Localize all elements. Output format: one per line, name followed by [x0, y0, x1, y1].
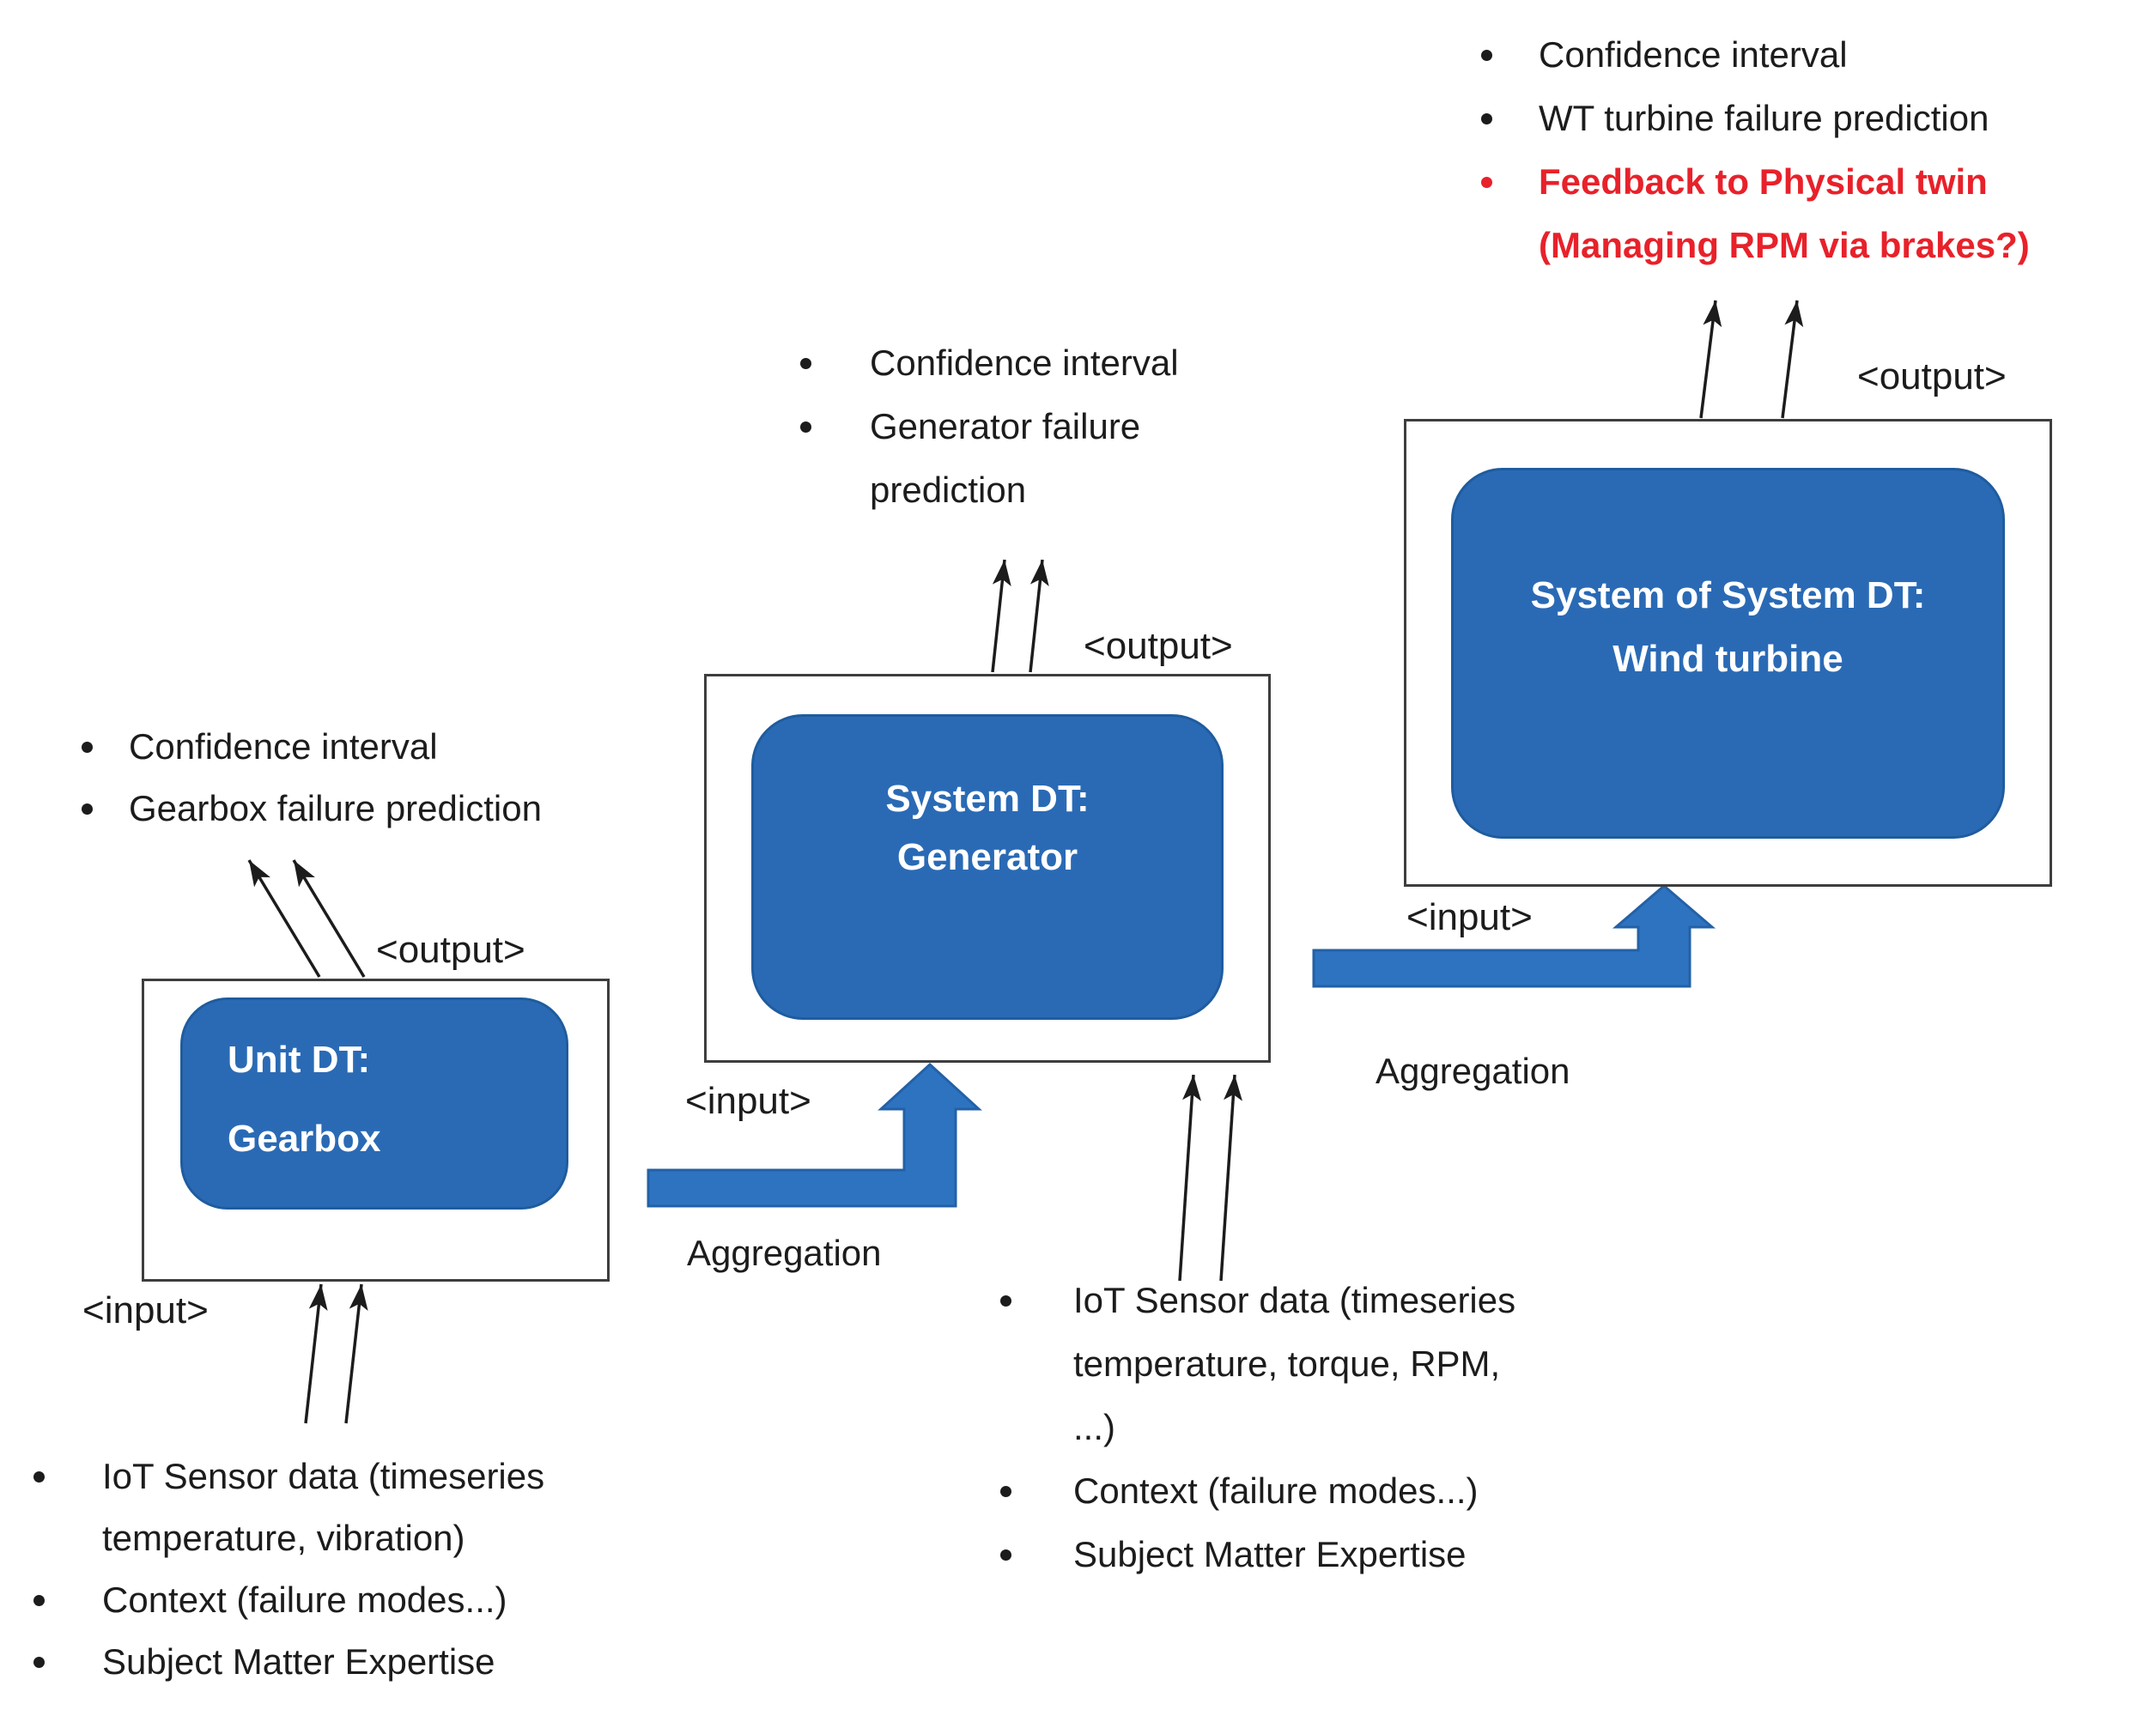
list-item: Subject Matter Expertise [994, 1523, 1561, 1586]
bullet-column [1475, 87, 1539, 124]
generator-output-arrows [991, 559, 1049, 673]
bullet-icon [82, 742, 93, 753]
bullet-icon [1000, 1486, 1011, 1497]
bullet-text-feedback: (Managing RPM via brakes?) [1539, 225, 2030, 265]
generator-output-label: <output> [1084, 625, 1233, 667]
list-item: IoT Sensor data (timeseries temperature,… [994, 1269, 1561, 1459]
gearbox-title-line1: Unit DT: [228, 1039, 371, 1081]
bullet-column [994, 1523, 1073, 1561]
list-item: IoT Sensor data (timeseries temperature,… [27, 1446, 577, 1569]
generator-title-line1: System DT: [885, 778, 1090, 820]
bullet-text: Context (failure modes...) [102, 1580, 507, 1620]
bullet-text: temperature, torque, RPM, [1073, 1343, 1501, 1384]
windturbine-title-line2: Wind turbine [1612, 638, 1843, 680]
list-item: WT turbine failure prediction [1475, 87, 2153, 150]
generator-title-line2: Generator [896, 836, 1078, 878]
list-item: Context (failure modes...) [994, 1459, 1561, 1523]
bullet-text: Confidence interval [1539, 34, 1848, 75]
bullet-icon [1481, 177, 1492, 188]
bullet-icon [1000, 1549, 1011, 1561]
bullet-icon [800, 421, 811, 433]
list-item: Confidence interval [1475, 23, 2153, 87]
list-item: Confidence interval [794, 331, 1275, 395]
bullet-column [27, 1569, 102, 1606]
generator-input-arrows [1178, 1074, 1242, 1282]
bullet-text-feedback: Feedback to Physical twin [1539, 161, 1988, 202]
gearbox-output-list: Confidence interval Gearbox failure pred… [76, 716, 677, 840]
bullet-text: IoT Sensor data (timeseries [1073, 1280, 1516, 1320]
bullet-icon [33, 1595, 45, 1606]
bullet-column [794, 395, 870, 433]
aggregation-label-2: Aggregation [1376, 1051, 1570, 1091]
bullet-column [76, 778, 129, 815]
bullet-text: IoT Sensor data (timeseries [102, 1456, 545, 1496]
bullet-column [76, 716, 129, 753]
bullet-text: Gearbox failure prediction [129, 788, 542, 828]
gearbox-input-arrows [304, 1283, 368, 1424]
list-item: Feedback to Physical twin (Managing RPM … [1475, 150, 2153, 277]
gearbox-dt-box: Unit DT: Gearbox [180, 998, 568, 1210]
bullet-icon [1481, 113, 1492, 124]
bullet-icon [33, 1471, 45, 1483]
bullet-column [994, 1269, 1073, 1307]
gearbox-title-line2: Gearbox [228, 1118, 381, 1160]
gearbox-input-list: IoT Sensor data (timeseries temperature,… [27, 1446, 577, 1693]
bullet-column [1475, 150, 1539, 188]
generator-dt-box: System DT: Generator [751, 714, 1224, 1020]
bullet-icon [1000, 1295, 1011, 1307]
gearbox-input-label: <input> [82, 1289, 209, 1331]
bullet-text: Subject Matter Expertise [102, 1641, 495, 1682]
bullet-icon [33, 1657, 45, 1668]
bullet-text: temperature, vibration) [102, 1518, 465, 1558]
bullet-icon [82, 803, 93, 815]
windturbine-output-label: <output> [1857, 355, 2007, 397]
windturbine-output-arrows [1699, 300, 1804, 419]
list-item: Gearbox failure prediction [76, 778, 677, 840]
bullet-text: Generator failure [870, 406, 1141, 446]
bullet-text: ...) [1073, 1407, 1115, 1447]
windturbine-output-list: Confidence interval WT turbine failure p… [1475, 23, 2153, 277]
aggregation-arrow-gearbox-to-generator [647, 1062, 982, 1208]
windturbine-input-label: <input> [1406, 896, 1533, 938]
windturbine-title-line1: System of System DT: [1530, 574, 1926, 616]
bullet-column [27, 1446, 102, 1483]
bullet-text: Subject Matter Expertise [1073, 1534, 1467, 1574]
bullet-column [994, 1459, 1073, 1497]
gearbox-output-arrows [247, 859, 366, 978]
aggregation-arrow-generator-to-windturbine [1312, 884, 1716, 988]
bullet-text: Context (failure modes...) [1073, 1470, 1479, 1511]
list-item: Generator failure prediction [794, 395, 1275, 522]
aggregation-label-1: Aggregation [687, 1233, 882, 1273]
list-item: Confidence interval [76, 716, 677, 778]
bullet-icon [800, 358, 811, 369]
list-item: Subject Matter Expertise [27, 1631, 577, 1693]
bullet-column [794, 331, 870, 369]
windturbine-dt-box: System of System DT: Wind turbine [1451, 468, 2005, 839]
bullet-text: prediction [870, 470, 1027, 510]
bullet-text: Confidence interval [870, 343, 1179, 383]
generator-input-label: <input> [685, 1080, 811, 1122]
bullet-icon [1481, 50, 1492, 61]
generator-output-list: Confidence interval Generator failure pr… [794, 331, 1275, 522]
gearbox-output-label: <output> [376, 929, 525, 971]
bullet-column [1475, 23, 1539, 61]
bullet-text: WT turbine failure prediction [1539, 98, 1989, 138]
bullet-text: Confidence interval [129, 726, 438, 767]
generator-input-list: IoT Sensor data (timeseries temperature,… [994, 1269, 1561, 1586]
bullet-column [27, 1631, 102, 1668]
list-item: Context (failure modes...) [27, 1569, 577, 1631]
